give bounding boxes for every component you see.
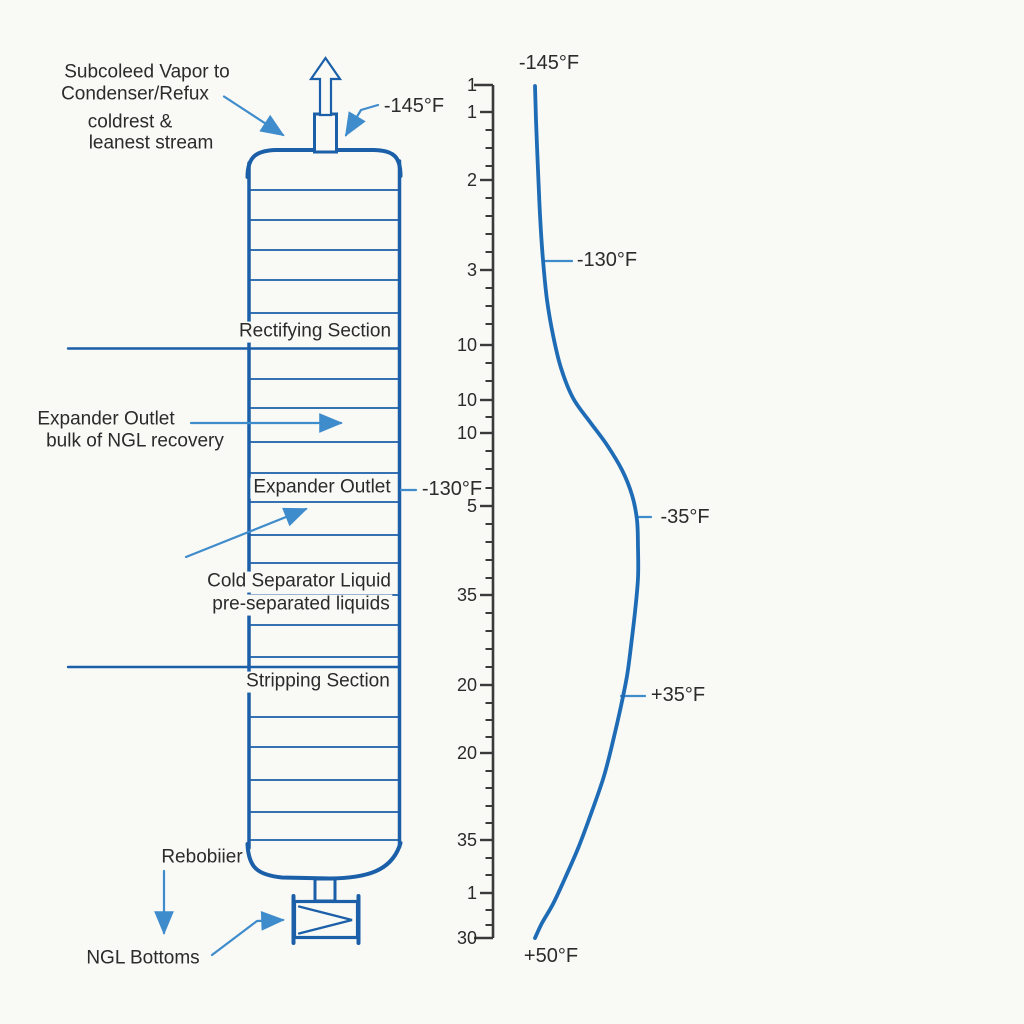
- expander-outlet-tray-label: Expander Outlet: [250, 477, 394, 499]
- axis-tick-label: 10: [457, 423, 477, 443]
- condenser-leader-arrow-icon: [222, 95, 285, 137]
- axis-tick-label: 35: [457, 585, 477, 605]
- temperature-profile-curve: [533, 84, 641, 940]
- reboiler-internal-triangle: [297, 905, 353, 935]
- axis-tick-label: 1: [467, 75, 477, 95]
- condenser-label-line3: coldrest &: [87, 111, 173, 133]
- ngl-bottoms-label: NGL Bottoms: [86, 947, 200, 969]
- column-top-dome: [245, 148, 403, 179]
- profile-top-temp-label: -145°F: [518, 52, 580, 74]
- top-temp-leader-arrow-icon: [344, 103, 380, 137]
- expander-outlet-left-sublabel: bulk of NGL recovery: [46, 430, 224, 452]
- profile-lower-temp-label: +35°F: [650, 684, 706, 706]
- rectifying-section-label: Rectifying Section: [235, 321, 395, 343]
- axis-tick-label: 20: [457, 743, 477, 763]
- annotation-arrows: [154, 95, 653, 957]
- condenser-label-line4: leanest stream: [88, 132, 214, 154]
- axis-tick-label: 30: [457, 928, 477, 948]
- cold-separator-label-line2: pre-separated liquids: [209, 594, 393, 616]
- profile-upper-temp-label: -130°F: [576, 249, 638, 271]
- stripping-section-label: Stripping Section: [243, 671, 393, 693]
- axis-tick-label: 3: [467, 260, 477, 280]
- column-bottom-dome: [245, 841, 403, 881]
- condenser-label-line2: Condenser/Refux: [61, 83, 209, 105]
- condenser-label-line1: Subcoleed Vapor to: [64, 61, 230, 83]
- bottoms-leader-arrow-icon: [210, 910, 285, 957]
- axis-tick-label: 5: [467, 496, 477, 516]
- cold-separator-label-line1: Cold Separator Liquid: [204, 571, 394, 593]
- axis-tick-label: 1: [467, 102, 477, 122]
- tray-lines: [250, 189, 399, 841]
- axis-tick-label: 10: [457, 390, 477, 410]
- axis-tick-label: 1: [467, 883, 477, 903]
- overhead-nozzle: [313, 112, 338, 154]
- reboiler-symbol: [291, 894, 361, 945]
- reboiler-label: Rebobiier: [161, 846, 243, 868]
- axis-tick-label: 2: [467, 170, 477, 190]
- expander-outlet-temp-label: -130°F: [421, 478, 483, 500]
- bottoms-nozzle: [313, 877, 337, 903]
- axis-tick-label: 35: [457, 830, 477, 850]
- column-shell-sides: [247, 159, 402, 850]
- axis-tick-label: 20: [457, 675, 477, 695]
- axis-tick-label: 10: [457, 335, 477, 355]
- distillation-column: [66, 56, 403, 945]
- profile-bottom-temp-label: +50°F: [523, 945, 579, 967]
- reboiler-flanges: [291, 894, 361, 945]
- expander-tray-arrow-icon: [184, 507, 308, 559]
- profile-mid-temp-label: -35°F: [660, 506, 710, 528]
- column-top-temp-label: -145°F: [383, 95, 445, 117]
- expander-outlet-left-label: Expander Outlet: [37, 408, 175, 430]
- tray-axis: 1 1 2 3 10 10 10 5 35 20 20 35 1 30: [457, 75, 495, 948]
- overhead-vapor-arrow-icon: [308, 56, 343, 117]
